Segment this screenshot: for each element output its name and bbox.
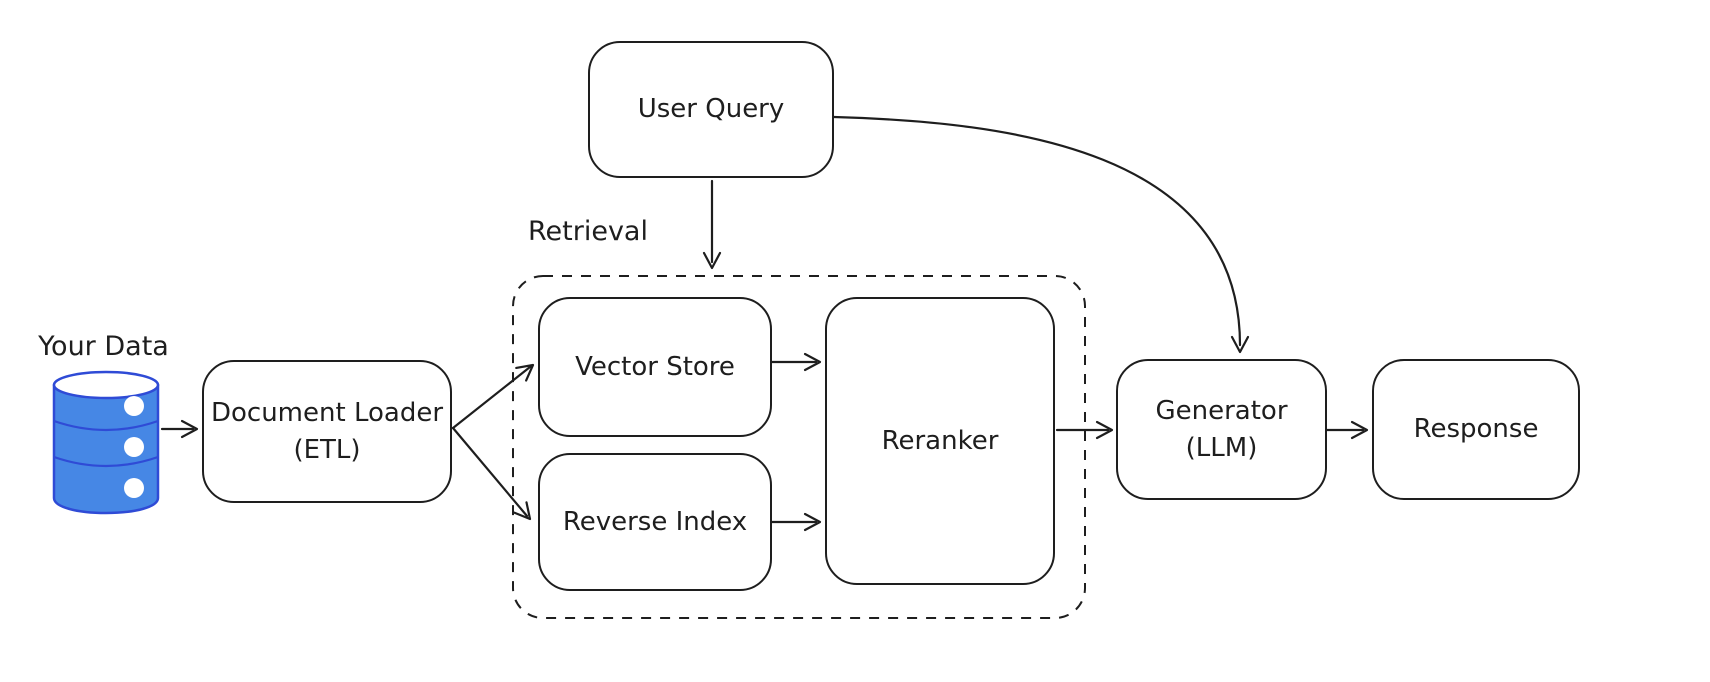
arrow-vector-store-to-reranker — [770, 352, 822, 372]
arrow-document-loader-to-vector-store — [451, 363, 535, 430]
arrow-reranker-to-generator — [1055, 420, 1114, 440]
vector-store-label: Vector Store — [575, 351, 735, 382]
retrieval-group-label: Retrieval — [528, 216, 648, 247]
database-icon[interactable] — [52, 370, 160, 515]
retrieval-group-outline — [512, 275, 1086, 619]
user-query-label: User Query — [637, 94, 785, 124]
arrow-user-query-to-retrieval — [702, 179, 722, 270]
node-user-query[interactable]: User Query — [588, 41, 834, 178]
node-vector-store[interactable]: Vector Store — [538, 297, 772, 437]
node-reverse-index[interactable]: Reverse Index — [538, 453, 772, 591]
your-data-label: Your Data — [38, 331, 169, 362]
node-document-loader[interactable]: Document Loader (ETL) — [202, 360, 452, 503]
generator-label: Generator — [1155, 395, 1288, 426]
generator-sublabel: (LLM) — [1185, 432, 1258, 463]
reverse-index-label: Reverse Index — [562, 506, 748, 537]
arrow-user-query-to-generator — [832, 115, 1250, 354]
arrow-your-data-to-document-loader — [160, 419, 199, 439]
reranker-label: Reranker — [881, 425, 999, 456]
node-reranker[interactable]: Reranker — [825, 297, 1055, 585]
response-label: Response — [1413, 414, 1539, 444]
node-generator[interactable]: Generator (LLM) — [1116, 359, 1327, 500]
document-loader-label: Document Loader — [210, 397, 444, 428]
arrow-generator-to-response — [1325, 420, 1369, 440]
arrow-document-loader-to-reverse-index — [451, 426, 532, 521]
node-response[interactable]: Response — [1372, 359, 1580, 500]
document-loader-sublabel: (ETL) — [293, 434, 361, 465]
arrow-reverse-index-to-reranker — [770, 512, 822, 532]
